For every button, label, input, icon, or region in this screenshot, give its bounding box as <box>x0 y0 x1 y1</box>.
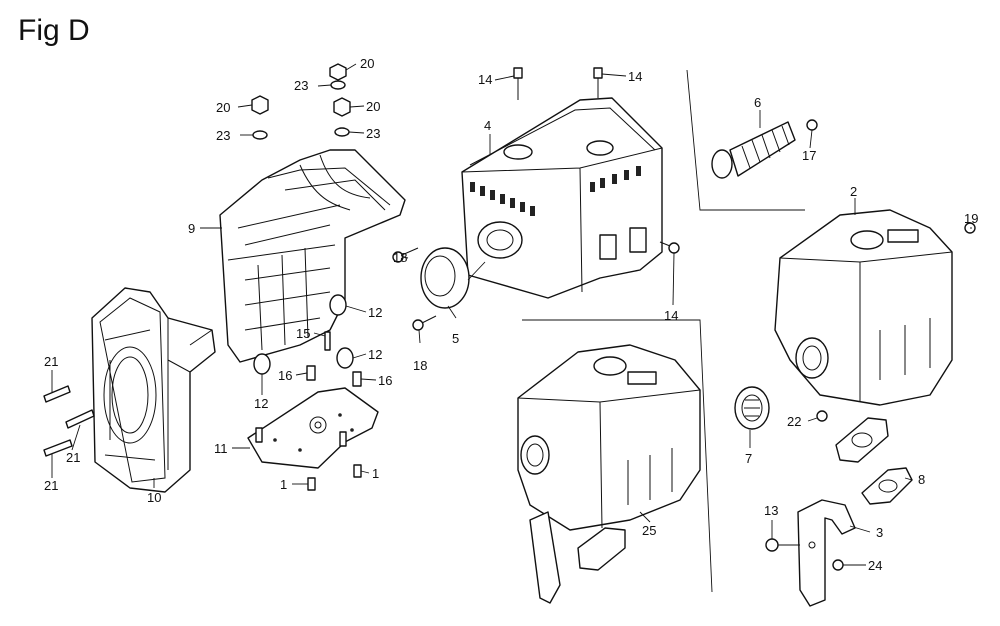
callout-1a: 1 <box>372 466 379 481</box>
callout-23b: 23 <box>216 128 230 143</box>
callout-21a: 21 <box>44 354 58 369</box>
callout-7: 7 <box>745 451 752 466</box>
callout-6: 6 <box>754 95 761 110</box>
part-11-base-plate <box>247 387 379 469</box>
callout-4: 4 <box>484 118 491 133</box>
callout-19: 19 <box>964 211 978 226</box>
part-4-cover <box>461 97 663 299</box>
callout-20b: 20 <box>216 100 230 115</box>
part-3-bracket <box>797 499 856 607</box>
callout-1b: 1 <box>280 477 287 492</box>
callout-23a: 23 <box>294 78 308 93</box>
callout-20a: 20 <box>360 56 374 71</box>
callout-14a: 14 <box>478 72 492 87</box>
callout-24: 24 <box>868 558 882 573</box>
callout-8: 8 <box>918 472 925 487</box>
callout-15: 15 <box>296 326 310 341</box>
callout-12c: 12 <box>254 396 268 411</box>
part-7-grommet <box>734 386 770 430</box>
fasteners <box>43 63 976 571</box>
callout-18b: 18 <box>413 358 427 373</box>
callout-16a: 16 <box>278 368 292 383</box>
callout-20c: 20 <box>366 99 380 114</box>
callout-14c: 14 <box>664 308 678 323</box>
part-25-muffler <box>517 344 701 604</box>
callout-9: 9 <box>188 221 195 236</box>
callout-17: 17 <box>802 148 816 163</box>
figure-title: Fig D <box>18 14 90 47</box>
callout-16b: 16 <box>378 373 392 388</box>
callout-12b: 12 <box>368 347 382 362</box>
section-dividers <box>522 69 805 593</box>
part-6-screen <box>711 121 796 179</box>
callout-21c: 21 <box>44 478 58 493</box>
part-8-gasket <box>861 467 913 505</box>
callout-22: 22 <box>787 414 801 429</box>
callout-21b: 21 <box>66 450 80 465</box>
callout-labels: 20 23 20 23 20 23 9 12 12 12 15 16 16 11… <box>44 56 978 573</box>
part-22-flange <box>835 417 889 463</box>
callout-5: 5 <box>452 331 459 346</box>
part-5-cap <box>420 247 486 309</box>
part-2-muffler <box>774 209 953 406</box>
leader-lines <box>51 63 972 566</box>
callout-23c: 23 <box>366 126 380 141</box>
part-10-bracket <box>91 287 216 493</box>
callout-3: 3 <box>876 525 883 540</box>
callout-25: 25 <box>642 523 656 538</box>
callout-14b: 14 <box>628 69 642 84</box>
callout-18a: 18 <box>393 250 407 265</box>
callout-11: 11 <box>214 441 228 456</box>
callout-13: 13 <box>764 503 778 518</box>
callout-12a: 12 <box>368 305 382 320</box>
callout-10: 10 <box>147 490 161 505</box>
callout-2: 2 <box>850 184 857 199</box>
part-9-heat-shield <box>219 149 406 363</box>
